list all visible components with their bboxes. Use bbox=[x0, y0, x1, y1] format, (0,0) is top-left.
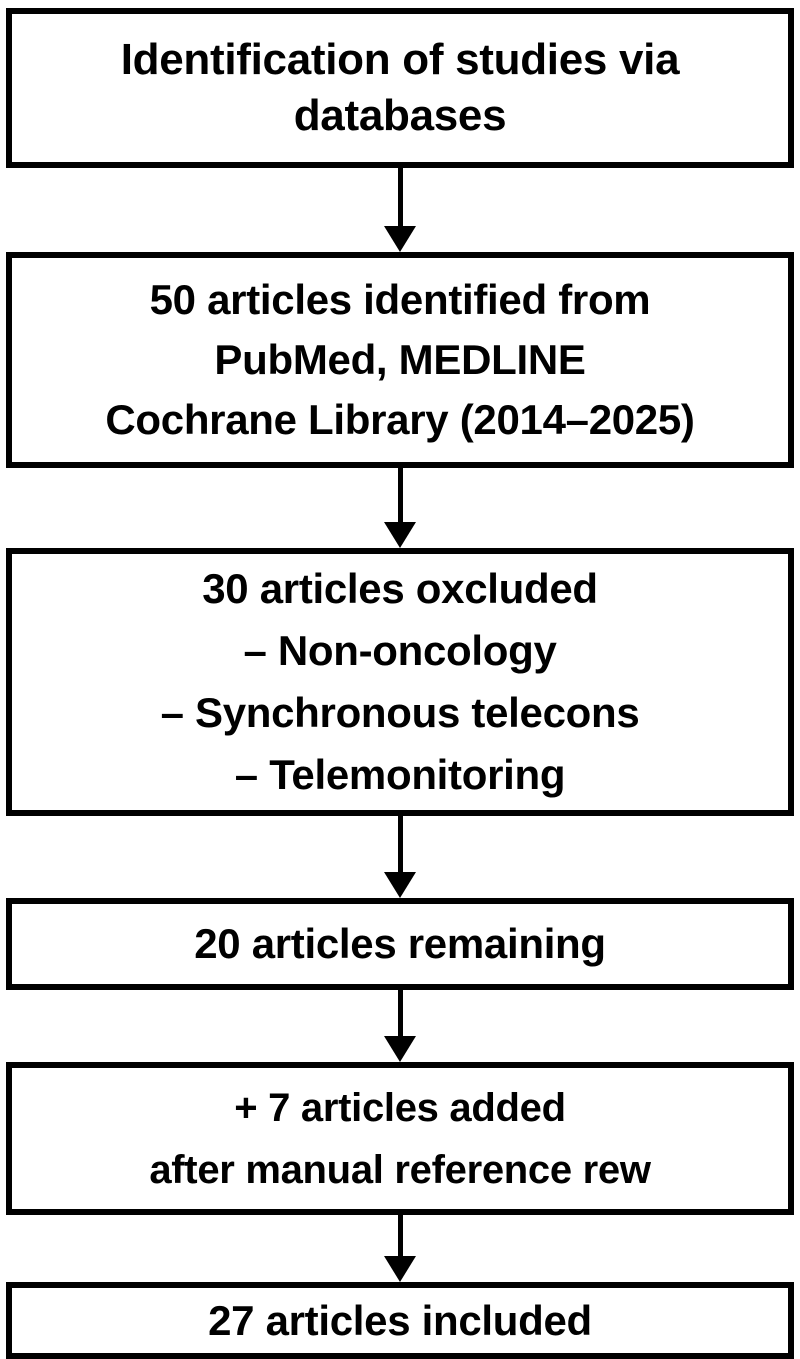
flow-node-identification-line-2: databases bbox=[293, 91, 507, 140]
arrow-head bbox=[384, 1256, 416, 1282]
flow-node-included: 27 articles included bbox=[6, 1282, 794, 1359]
flow-node-added: + 7 articles added after manual referenc… bbox=[6, 1062, 794, 1215]
flow-node-added-line-1: + 7 articles added bbox=[234, 1085, 566, 1130]
arrow-head bbox=[384, 226, 416, 252]
down-arrow-icon-added-to-included bbox=[384, 1215, 416, 1282]
down-arrow-icon-identification-to-search-results bbox=[384, 168, 416, 252]
flow-node-search-results-line-2: PubMed, MEDLINE bbox=[214, 336, 586, 383]
flow-node-search-results-line-1: 50 articles identified from bbox=[149, 276, 651, 323]
flow-node-excluded-line-1: 30 articles oxcluded bbox=[202, 565, 598, 612]
flow-node-remaining-line-1: 20 articles remaining bbox=[194, 920, 606, 967]
down-arrow-icon-excluded-to-remaining bbox=[384, 816, 416, 898]
arrow-shaft bbox=[398, 168, 403, 228]
flow-node-excluded-line-3: – Synchronous telecons bbox=[160, 689, 640, 736]
flow-node-identification: Identification of studies via databases bbox=[6, 8, 794, 168]
flow-node-excluded-line-2: – Non-oncology bbox=[243, 627, 557, 674]
arrow-head bbox=[384, 522, 416, 548]
flow-node-identification-line-1: Identification of studies via bbox=[120, 35, 680, 84]
arrow-shaft bbox=[398, 468, 403, 524]
flow-node-excluded: 30 articles oxcluded – Non-oncology – Sy… bbox=[6, 548, 794, 816]
flow-node-added-line-2: after manual reference rew bbox=[149, 1147, 651, 1192]
flow-node-remaining: 20 articles remaining bbox=[6, 898, 794, 990]
arrow-head bbox=[384, 1036, 416, 1062]
flow-node-included-line-1: 27 articles included bbox=[208, 1296, 592, 1344]
arrow-shaft bbox=[398, 816, 403, 874]
down-arrow-icon-remaining-to-added bbox=[384, 990, 416, 1062]
arrow-shaft bbox=[398, 1215, 403, 1258]
down-arrow-icon-search-results-to-excluded bbox=[384, 468, 416, 548]
flow-node-excluded-line-4: – Telemonitoring bbox=[234, 751, 566, 798]
arrow-shaft bbox=[398, 990, 403, 1038]
arrow-head bbox=[384, 872, 416, 898]
flow-node-search-results-line-3: Cochrane Library (2014–2025) bbox=[105, 396, 695, 443]
flow-node-search-results: 50 articles identified from PubMed, MEDL… bbox=[6, 252, 794, 468]
